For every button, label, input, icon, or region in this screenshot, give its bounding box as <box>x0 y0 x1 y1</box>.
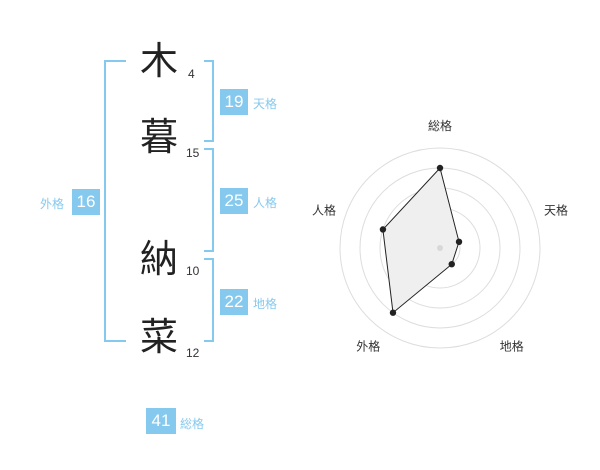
stroke-count-1: 4 <box>188 67 195 81</box>
radar-area <box>382 166 460 314</box>
radar-center <box>437 245 443 251</box>
radar-ring-5 <box>339 147 541 349</box>
chikaku-label: 地格 <box>253 297 278 311</box>
jinkaku-label: 人格 <box>253 196 278 210</box>
name-char-1: 木 <box>140 39 179 83</box>
radar-axis-label-2: 地格 <box>500 339 524 354</box>
name-char-2: 暮 <box>140 115 179 159</box>
jinkaku-badge: 25 <box>220 188 248 214</box>
gaikaku-bracket <box>104 60 126 342</box>
tenkaku-label: 天格 <box>253 97 278 111</box>
stroke-count-2: 15 <box>186 146 200 160</box>
radar-points <box>379 164 463 316</box>
gaikaku-badge: 16 <box>72 189 100 215</box>
radar-axis-label-3: 外格 <box>356 339 380 354</box>
tenkaku-badge: 19 <box>220 89 248 115</box>
radar-point-4 <box>379 226 387 233</box>
radar-point-0 <box>436 164 444 172</box>
tenkaku-bracket <box>204 60 214 142</box>
name-char-4: 菜 <box>140 315 179 359</box>
radar-axis-label-4: 人格 <box>312 202 336 217</box>
soukaku-label: 総格 <box>180 417 205 431</box>
radar-point-2 <box>448 260 455 268</box>
name-char-3: 納 <box>140 237 179 281</box>
chikaku-bracket <box>204 258 214 342</box>
radar-axis-label-1: 天格 <box>544 202 568 217</box>
radar-axis-label-0: 総格 <box>428 118 452 133</box>
jinkaku-bracket <box>204 148 214 252</box>
stroke-count-3: 10 <box>186 264 200 278</box>
chikaku-badge: 22 <box>220 289 248 315</box>
radar-point-3 <box>389 309 397 316</box>
gaikaku-label: 外格 <box>40 197 65 211</box>
soukaku-badge: 41 <box>146 408 176 434</box>
stroke-count-4: 12 <box>186 346 200 360</box>
radar-point-1 <box>455 238 463 246</box>
